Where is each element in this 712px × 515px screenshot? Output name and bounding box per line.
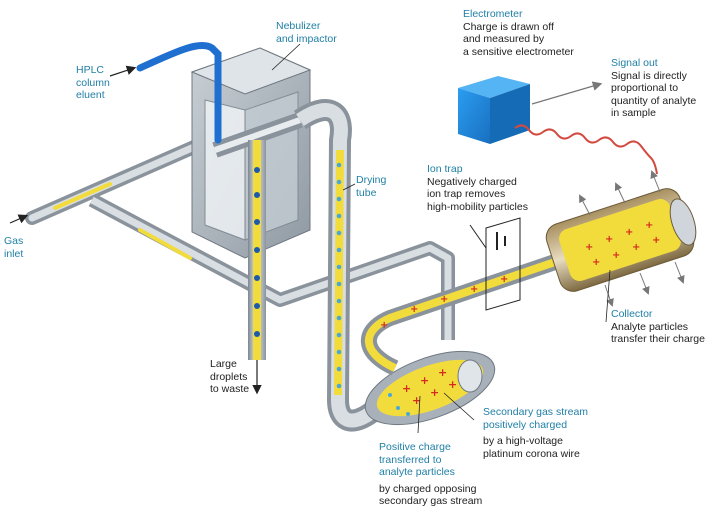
collector-desc: Analyte particles transfer their charge xyxy=(611,320,705,346)
gas-inlet-pipe xyxy=(25,133,217,225)
svg-text:+: + xyxy=(380,320,388,331)
signal-out-desc: Signal is directly proportional to quant… xyxy=(611,69,697,120)
positive-charge-callout: Positive charge transferred to analyte p… xyxy=(379,441,482,508)
electrometer-cube xyxy=(458,76,530,144)
svg-text:+: + xyxy=(410,304,418,315)
analyte-tube: + + + + + xyxy=(360,254,558,376)
svg-text:+: + xyxy=(585,242,593,253)
positive-charge-desc: by charged opposing secondary gas stream xyxy=(379,482,483,508)
secondary-gas-callout: Secondary gas stream positively charged … xyxy=(483,406,588,460)
svg-text:+: + xyxy=(592,257,600,268)
waste-tube xyxy=(248,140,266,395)
svg-text:+: + xyxy=(470,284,478,295)
collector-title: Collector xyxy=(611,308,653,320)
collector: + + + + + + + + xyxy=(545,170,697,307)
svg-text:+: + xyxy=(420,374,429,387)
svg-text:+: + xyxy=(645,220,653,231)
ion-trap-callout: Ion trap Negatively charged ion trap rem… xyxy=(427,163,528,213)
svg-text:+: + xyxy=(430,386,439,399)
hplc-label: HPLC column eluent xyxy=(76,64,110,101)
svg-text:+: + xyxy=(652,235,660,246)
signal-out-arrow xyxy=(531,81,603,105)
secondary-gas-title: Secondary gas stream positively charged xyxy=(483,406,589,431)
electrometer-callout: Electrometer Charge is drawn off and mea… xyxy=(463,8,574,58)
collector-callout: Collector Analyte particles transfer the… xyxy=(611,308,705,346)
secondary-gas-desc: by a high-voltage platinum corona wire xyxy=(483,435,580,460)
svg-text:+: + xyxy=(438,366,447,379)
leader-lines xyxy=(271,43,611,434)
signal-out-title: Signal out xyxy=(611,57,658,69)
signal-out-callout: Signal out Signal is directly proportion… xyxy=(611,57,696,120)
svg-text:+: + xyxy=(412,394,421,407)
gas-inlet-label: Gas inlet xyxy=(4,235,24,260)
hplc-eluent-line xyxy=(136,41,222,144)
svg-text:+: + xyxy=(612,250,620,261)
ion-trap-desc: Negatively charged ion trap removes high… xyxy=(427,175,528,213)
svg-text:+: + xyxy=(500,274,508,285)
electrometer-desc: Charge is drawn off and measured by a se… xyxy=(463,20,574,58)
large-droplets-label: Large droplets to waste xyxy=(210,358,250,395)
mixing-chamber: +++ +++ xyxy=(364,350,496,426)
svg-text:+: + xyxy=(448,378,457,391)
drying-tube-label: Drying tube xyxy=(356,174,387,199)
gas-inlet-arrow xyxy=(9,214,29,224)
svg-text:+: + xyxy=(625,227,633,238)
svg-text:+: + xyxy=(605,234,613,245)
signal-wire xyxy=(514,124,658,175)
positive-charge-title: Positive charge transferred to analyte p… xyxy=(379,441,455,478)
electrometer-title: Electrometer xyxy=(463,8,523,20)
svg-text:+: + xyxy=(440,294,448,305)
svg-text:+: + xyxy=(632,242,640,253)
nebulizer-label: Nebulizer and impactor xyxy=(276,20,337,45)
bypass-pipe xyxy=(88,193,455,340)
drying-tube xyxy=(293,99,379,432)
hplc-arrow xyxy=(109,65,137,77)
ion-trap-title: Ion trap xyxy=(427,163,463,175)
svg-text:+: + xyxy=(402,382,411,395)
ion-trap xyxy=(469,217,521,311)
